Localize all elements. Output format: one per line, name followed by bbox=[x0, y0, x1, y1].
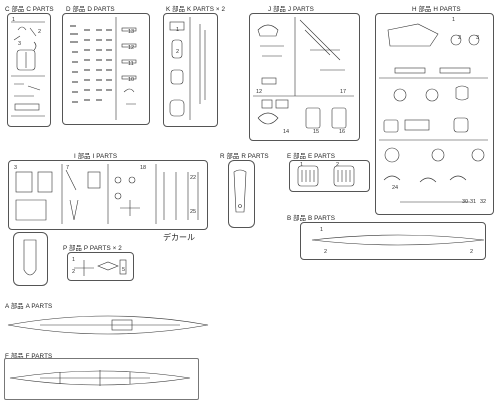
a-hull bbox=[7, 315, 209, 335]
i-parts bbox=[15, 164, 199, 276]
c-parts bbox=[11, 21, 45, 117]
d-parts bbox=[70, 17, 137, 120]
part-number: 31 bbox=[470, 199, 477, 205]
sprue-h bbox=[375, 13, 494, 215]
sprue-e bbox=[289, 160, 370, 192]
part-number: 7 bbox=[66, 165, 70, 171]
part-number: 12 bbox=[256, 89, 263, 95]
part-number: 22 bbox=[190, 175, 197, 181]
sprue-d bbox=[62, 13, 150, 125]
sprue-b bbox=[300, 222, 486, 260]
sprue-r bbox=[228, 160, 255, 228]
part-number: 13 bbox=[128, 29, 135, 35]
part-number: 2 bbox=[324, 249, 328, 255]
part-number: 12 bbox=[128, 45, 135, 51]
part-number: 1 bbox=[72, 257, 76, 263]
part-number: 1 bbox=[452, 17, 456, 23]
part-number: 11 bbox=[128, 61, 134, 67]
part-number: 2 bbox=[72, 269, 76, 275]
part-number: 2 bbox=[336, 162, 340, 168]
sprue-i-extra bbox=[13, 232, 48, 286]
j-parts bbox=[253, 17, 354, 129]
part-number: 17 bbox=[340, 89, 347, 95]
part-number: 3 bbox=[14, 165, 18, 171]
part-number: 1 bbox=[176, 27, 180, 33]
part-number: 2 bbox=[458, 35, 462, 41]
part-number: 10 bbox=[128, 77, 135, 83]
part-number: 2 bbox=[470, 249, 474, 255]
part-number: 25 bbox=[190, 209, 197, 215]
part-number: 3 bbox=[476, 35, 480, 41]
part-number: 24 bbox=[392, 185, 399, 191]
part-number: 1 bbox=[12, 17, 16, 23]
e-parts bbox=[297, 165, 355, 187]
r-parts bbox=[233, 169, 247, 213]
h-parts bbox=[379, 23, 488, 203]
part-number: 5 bbox=[122, 267, 126, 273]
sprue-k bbox=[163, 13, 218, 127]
sprue-p bbox=[67, 252, 134, 281]
sprue-f bbox=[4, 358, 199, 400]
part-number: 32 bbox=[480, 199, 487, 205]
b-hull bbox=[311, 234, 485, 246]
part-number: 18 bbox=[140, 165, 147, 171]
part-number: 1 bbox=[320, 227, 324, 233]
part-number: 2 bbox=[176, 49, 180, 55]
sprue-j bbox=[249, 13, 360, 141]
part-number: 16 bbox=[339, 129, 346, 135]
k-parts bbox=[169, 17, 206, 120]
part-number: 3 bbox=[18, 41, 22, 47]
p-parts bbox=[74, 259, 127, 276]
part-number: 2 bbox=[38, 29, 42, 35]
decal-label: デカール bbox=[163, 233, 195, 242]
part-number: 30 bbox=[462, 199, 469, 205]
f-deck bbox=[9, 370, 191, 386]
part-number: 15 bbox=[313, 129, 320, 135]
part-number: 14 bbox=[283, 129, 290, 135]
part-number: 1 bbox=[300, 162, 304, 168]
